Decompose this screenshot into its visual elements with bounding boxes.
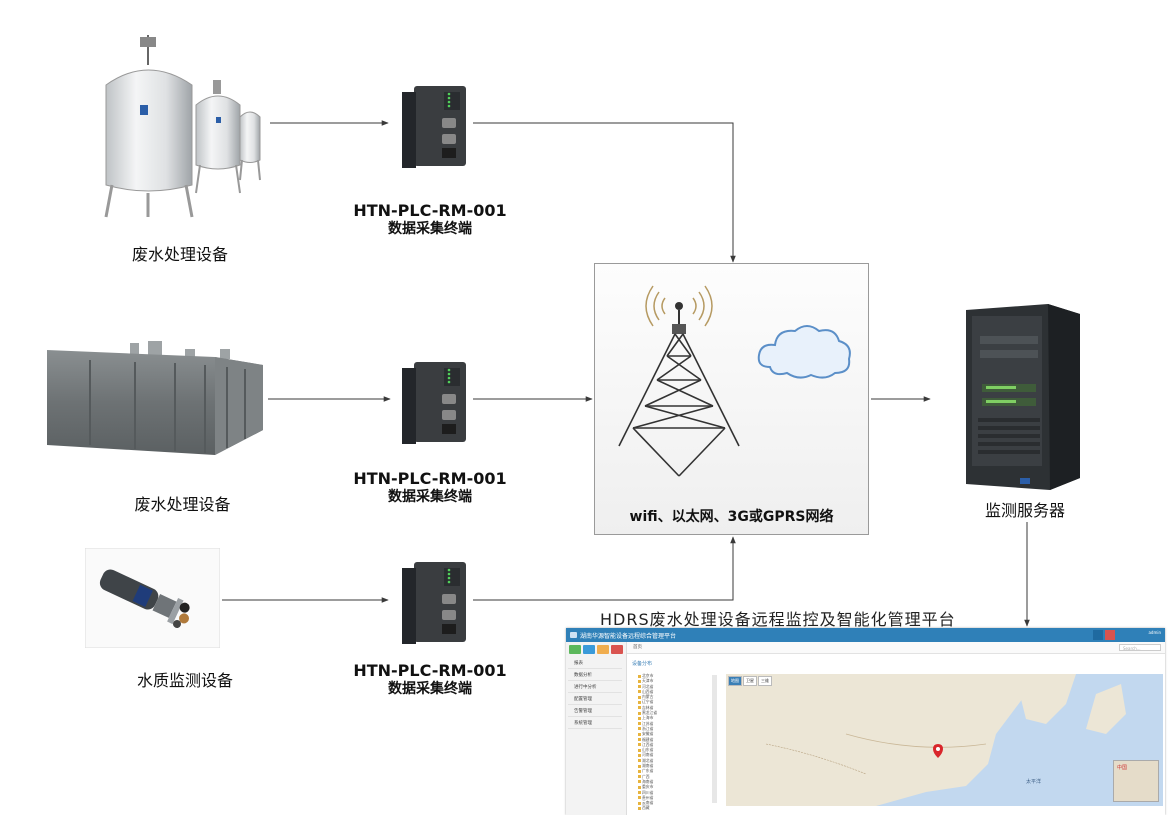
map-inset-label: 中国 — [1117, 765, 1128, 771]
bell-icon[interactable] — [1105, 630, 1115, 640]
breadcrumb-home[interactable]: 首页 — [633, 645, 642, 650]
tree-scrollbar[interactable] — [712, 675, 717, 803]
tree-item[interactable]: 海南省 — [638, 779, 678, 784]
app-sidebar: 报表 数据分析 进行中分析 配置管理 告警管理 系统管理 — [566, 642, 627, 815]
map-tab-0[interactable]: 地图 — [728, 676, 742, 686]
tree-item[interactable]: 内蒙古 — [638, 694, 678, 699]
shortcut-blue-button[interactable] — [583, 645, 595, 654]
equipment-2-label: 废水处理设备 — [134, 495, 231, 514]
tree-header: 设备分布 — [632, 661, 653, 667]
plc-terminal-1-icon — [402, 86, 466, 168]
plc-terminal-3-icon — [402, 562, 466, 644]
platform-title: HDRS废水处理设备远程监控及智能化管理平台 — [600, 610, 956, 629]
terminal-2-model: HTN-PLC-RM-001 — [353, 469, 507, 488]
treatment-container-icon — [47, 341, 263, 455]
china-map-land — [726, 674, 1126, 806]
map-tab-2[interactable]: 三维 — [758, 676, 772, 686]
terminal-2-desc: 数据采集终端 — [388, 489, 472, 505]
map-type-tabs: 地图卫星三维 — [728, 676, 773, 686]
map-panel[interactable]: 地图卫星三维 太平洋 中国 — [726, 674, 1163, 806]
tree-item[interactable]: 湖南省 — [638, 763, 678, 768]
shortcut-green-button[interactable] — [569, 645, 581, 654]
user-menu[interactable]: admin — [1148, 630, 1161, 635]
tree-item[interactable]: 安徽省 — [638, 731, 678, 736]
terminal-1-model: HTN-PLC-RM-001 — [353, 201, 507, 220]
terminal-1-desc: 数据采集终端 — [388, 221, 472, 237]
tree-item[interactable]: 广东省 — [638, 768, 678, 773]
side-item-4[interactable]: 告警管理 — [568, 706, 622, 717]
side-item-0[interactable]: 报表 — [568, 658, 622, 669]
tree-item[interactable]: 西藏 — [638, 805, 678, 810]
signal-tower-icon — [618, 285, 740, 477]
equipment-3-label: 水质监测设备 — [136, 671, 233, 690]
search-input[interactable]: Search... — [1119, 644, 1161, 651]
side-item-2[interactable]: 进行中分析 — [568, 682, 622, 693]
map-ocean-label: 太平洋 — [1025, 779, 1041, 785]
tree-item[interactable]: 河南省 — [638, 752, 678, 757]
tree-item[interactable]: 江西省 — [638, 742, 678, 747]
tree-item[interactable]: 北京市 — [638, 673, 678, 678]
tree-item[interactable]: 云南省 — [638, 800, 678, 805]
tree-item[interactable]: 山西省 — [638, 689, 678, 694]
tree-item[interactable]: 天津市 — [638, 678, 678, 683]
side-item-5[interactable]: 系统管理 — [568, 718, 622, 729]
tower-server-icon — [966, 304, 1080, 490]
tree-item[interactable]: 河北省 — [638, 684, 678, 689]
tree-item[interactable]: 上海市 — [638, 715, 678, 720]
tree-item[interactable]: 吉林省 — [638, 705, 678, 710]
tree-item[interactable]: 贵州省 — [638, 795, 678, 800]
side-item-3[interactable]: 配置管理 — [568, 694, 622, 705]
terminal-3-model: HTN-PLC-RM-001 — [353, 661, 507, 680]
server-label: 监测服务器 — [984, 501, 1065, 520]
equipment-1-label: 废水处理设备 — [131, 245, 228, 264]
water-probe-icon — [85, 548, 220, 648]
app-title: 湖南华源智能设备远程综合管理平台 — [580, 633, 677, 640]
shortcut-red-button[interactable] — [611, 645, 623, 654]
mixing-tanks-icon — [104, 35, 261, 218]
location-marker-icon[interactable] — [933, 744, 943, 758]
tree-item[interactable]: 山东省 — [638, 747, 678, 752]
tree-item[interactable]: 广西 — [638, 774, 678, 779]
cloud-icon — [757, 325, 851, 379]
arrow-term1-to-network — [473, 122, 736, 263]
tree-item[interactable]: 福建省 — [638, 737, 678, 742]
logo-icon — [570, 632, 577, 638]
shortcut-orange-button[interactable] — [597, 645, 609, 654]
plc-terminal-2-icon — [402, 362, 466, 444]
region-tree: 北京市 天津市 河北省 山西省 内蒙古 辽宁省 吉林省 黑龙江省 上海市 江苏省… — [638, 673, 678, 811]
tree-item[interactable]: 浙江省 — [638, 726, 678, 731]
side-item-1[interactable]: 数据分析 — [568, 670, 622, 681]
tree-item[interactable]: 重庆市 — [638, 784, 678, 789]
app-header: 湖南华源智能设备远程综合管理平台 admin — [566, 628, 1165, 642]
tree-item[interactable]: 江苏省 — [638, 721, 678, 726]
tree-item[interactable]: 黑龙江省 — [638, 710, 678, 715]
breadcrumb-bar: 首页 Search... — [627, 642, 1165, 654]
network-label: wifi、以太网、3G或GPRS网络 — [629, 509, 834, 525]
platform-screenshot: 湖南华源智能设备远程综合管理平台 admin 报表 数据分析 进行中分析 配置管… — [566, 628, 1165, 815]
map-inset: 中国 — [1113, 760, 1159, 802]
tree-item[interactable]: 辽宁省 — [638, 699, 678, 704]
tree-item[interactable]: 湖北省 — [638, 758, 678, 763]
terminal-3-desc: 数据采集终端 — [388, 681, 472, 697]
arrow-term3-to-network — [473, 536, 736, 601]
network-box: wifi、以太网、3G或GPRS网络 — [594, 263, 869, 535]
map-tab-1[interactable]: 卫星 — [743, 676, 757, 686]
tree-item[interactable]: 四川省 — [638, 790, 678, 795]
home-icon[interactable] — [1093, 630, 1103, 640]
